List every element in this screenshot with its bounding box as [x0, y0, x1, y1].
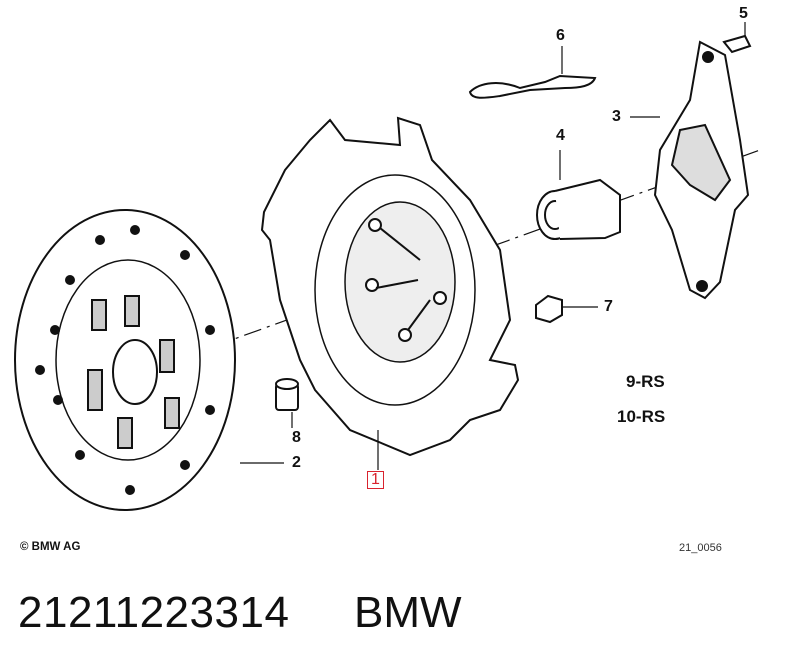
- release-plate: [653, 40, 750, 300]
- variant-label-9rs: 9-RS: [626, 372, 665, 391]
- pilot-bushing: [275, 378, 299, 411]
- callout-6[interactable]: 6: [556, 27, 565, 44]
- callout-3[interactable]: 3: [612, 108, 621, 125]
- hex-bolt: [535, 294, 598, 324]
- callout-1[interactable]: 1: [367, 471, 384, 489]
- callout-8[interactable]: 8: [292, 429, 301, 446]
- copyright-notice: © BMW AG: [20, 541, 81, 553]
- callout-4[interactable]: 4: [556, 127, 565, 144]
- pivot-pin: [722, 22, 752, 54]
- pressure-plate: [260, 116, 520, 457]
- clutch-disc: [14, 209, 236, 511]
- part-number: 21211223314: [18, 588, 290, 637]
- callout-7[interactable]: 7: [604, 298, 613, 315]
- callout-5[interactable]: 5: [739, 5, 748, 22]
- figure-id: 21_0056: [679, 542, 722, 554]
- release-bearing: [536, 178, 621, 240]
- brand-name: BMW: [354, 588, 462, 637]
- callout-2[interactable]: 2: [292, 454, 301, 471]
- spring-clip: [468, 74, 597, 99]
- clutch-exploded-diagram: [14, 22, 761, 511]
- variant-label-10rs: 10-RS: [617, 407, 666, 426]
